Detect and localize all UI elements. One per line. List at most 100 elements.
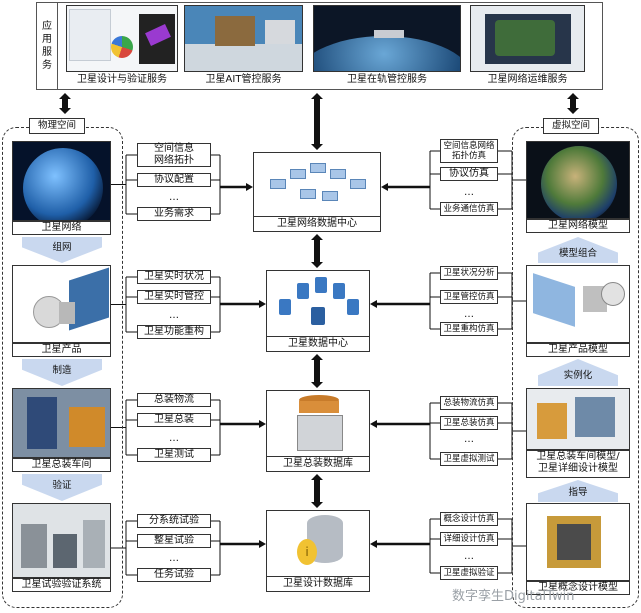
right-item-3-2: [440, 416, 498, 430]
physical-step3-label: 验证: [52, 480, 72, 491]
right-item-3-4-text: 卫星虚拟测试: [443, 454, 495, 464]
left-item-1-4: [137, 207, 211, 221]
service-label-design: 卫星设计与验证服务: [77, 74, 167, 85]
right-item-2-3: …: [464, 309, 474, 320]
left-item-3-4: [137, 448, 211, 462]
right-item-4-4-text: 卫星虚拟验证: [443, 568, 495, 578]
right-item-2-2: [440, 290, 498, 304]
right-item-4-2: [440, 532, 498, 546]
physical-network-image: [12, 141, 111, 221]
virtual-network-label-box: [526, 219, 630, 233]
right-arrow-to-center-3: [370, 420, 430, 428]
virtual-product-image: [526, 265, 630, 343]
right-item-3-4: [440, 452, 498, 466]
physical-test-image: [12, 503, 111, 578]
physical-workshop-label: 卫星总装车间: [31, 459, 92, 470]
left-item-3-3: …: [169, 433, 179, 444]
virtual-step3-label: 指导: [568, 487, 588, 498]
center-design-label: 卫星设计数据库: [283, 578, 353, 589]
service-thumb-design: [66, 5, 178, 72]
left-item-1-2-text: 协议配置: [154, 174, 194, 185]
physical-network-label-box: [12, 221, 111, 235]
right-arrow-to-center-2: [370, 300, 430, 308]
arrow-services-physical: [59, 93, 71, 114]
left-arrow-to-center-4: [220, 540, 266, 548]
right-item-2-1-text: 卫星状况分析: [443, 268, 495, 278]
right-item-4-2-text: 详细设计仿真: [443, 534, 495, 544]
virtual-concept-label-box: [526, 581, 630, 595]
center-network-label: 卫星网络数据中心: [277, 218, 357, 229]
physical-workshop-image: [12, 388, 111, 458]
virtual-step2-label: 实例化: [563, 370, 593, 381]
left-arrow-to-center-3: [220, 420, 266, 428]
right-item-1-4: [440, 202, 498, 216]
arrow-services-network-center: [311, 93, 323, 150]
physical-product-label: 卫星产品: [41, 344, 82, 355]
right-item-1-1: [440, 139, 498, 163]
left-item-4-2: [137, 534, 211, 548]
left-item-3-4-text: 卫星测试: [154, 449, 194, 460]
left-item-1-3: …: [169, 192, 179, 203]
left-item-2-2: [137, 290, 211, 304]
left-arrow-to-center-1: [220, 183, 253, 191]
physical-test-label-box: [12, 578, 111, 592]
right-arrow-to-center-4: [370, 540, 430, 548]
right-item-1-1-text: 空间信息网络 拓扑仿真: [443, 141, 495, 161]
right-item-4-4: [440, 566, 498, 580]
virtual-product-label: 卫星产品模型: [548, 344, 608, 355]
left-item-2-4: [137, 325, 211, 339]
service-thumb-ops: [470, 5, 585, 72]
virtual-workshop-label-box: [526, 450, 630, 478]
virtual-concept-image: [526, 503, 630, 581]
virtual-network-image: [526, 141, 630, 219]
center-assembly-label-box: [266, 456, 370, 472]
right-item-3-1-text: 总装物流仿真: [443, 398, 495, 408]
physical-product-label-box: [12, 343, 111, 357]
physical-test-label: 卫星试验验证系统: [21, 579, 102, 590]
left-item-2-2-text: 卫星实时管控: [144, 291, 204, 302]
center-satellite-label: 卫星数据中心: [288, 338, 348, 349]
left-item-2-4-text: 卫星功能重构: [144, 326, 204, 337]
watermark-text: 数字孪生DigitalTwin: [452, 589, 575, 604]
right-item-4-1-text: 概念设计仿真: [443, 514, 495, 524]
right-item-4-3: …: [464, 551, 474, 562]
left-item-4-1: [137, 514, 211, 528]
service-label-orbit: 卫星在轨管控服务: [347, 74, 427, 85]
left-item-3-2: [137, 413, 211, 427]
left-item-1-2: [137, 173, 211, 187]
physical-step1-label: 组网: [52, 242, 72, 253]
service-label-ops: 卫星网络运维服务: [487, 74, 568, 85]
physical-step2-label: 制造: [52, 365, 72, 376]
network-topology-icon: [264, 159, 372, 209]
server-icon: [297, 395, 343, 451]
design-database-icon: i: [297, 515, 347, 569]
physical-workshop-label-box: [12, 458, 111, 472]
right-item-2-4-text: 卫星重构仿真: [443, 324, 495, 334]
right-item-3-3: …: [464, 434, 474, 445]
virtual-workshop-label: 卫星总装车间模型/ 卫星详细设计模型: [536, 451, 620, 474]
arrow-network-satellite-center: [311, 234, 323, 268]
arrow-assembly-design: [311, 474, 323, 508]
virtual-step1-label: 模型组合: [558, 248, 597, 259]
virtual-network-label: 卫星网络模型: [548, 220, 608, 231]
services-side-label: 应 用 服 务: [42, 21, 52, 71]
left-item-4-4-text: 任务试验: [154, 569, 194, 580]
left-item-4-3: …: [169, 553, 179, 564]
service-thumb-ait: [184, 5, 303, 72]
service-thumb-orbit: [313, 5, 461, 72]
right-item-2-4: [440, 322, 498, 336]
left-item-2-1-text: 卫星实时状况: [144, 271, 204, 282]
right-item-3-2-text: 卫星总装仿真: [443, 418, 495, 428]
physical-network-label: 卫星网络: [41, 222, 82, 233]
left-item-2-3: …: [169, 310, 179, 321]
right-item-2-2-text: 卫星管控仿真: [443, 292, 495, 302]
right-item-4-1: [440, 512, 498, 526]
left-item-2-1: [137, 270, 211, 284]
physical-product-image: [12, 265, 111, 343]
virtual-workshop-image: [526, 388, 630, 450]
right-item-3-1: [440, 396, 498, 410]
center-assembly-label: 卫星总装数据库: [283, 458, 353, 469]
virtual-concept-label: 卫星概念设计模型: [538, 582, 618, 593]
services-side-label-box: [36, 2, 58, 90]
